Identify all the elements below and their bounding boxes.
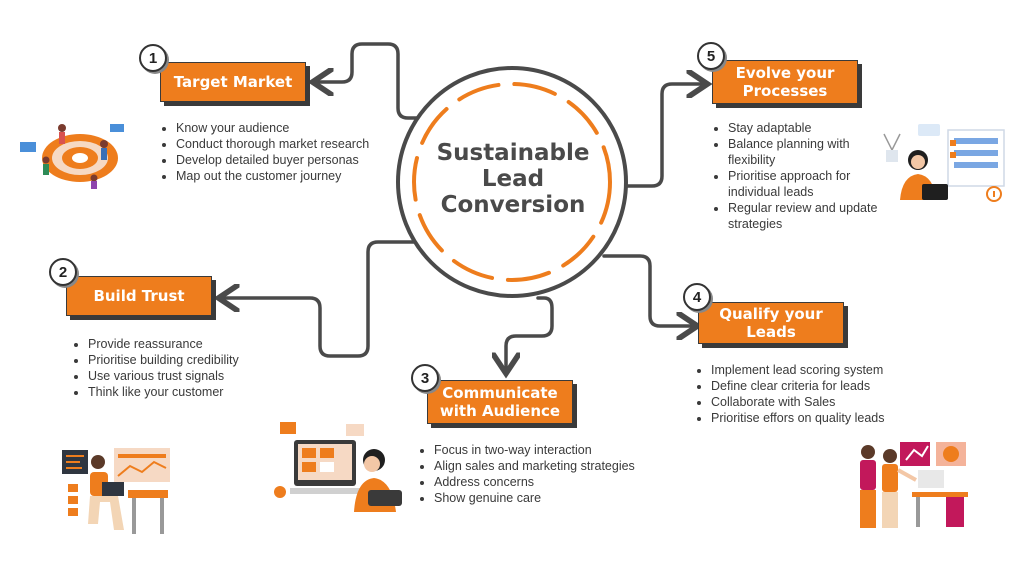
list-item: Know your audience [176, 120, 406, 136]
developer-illustration [62, 448, 170, 534]
list-item: Regular review and update strategies [728, 200, 878, 232]
step-3-number-badge: 3 [411, 364, 439, 392]
team-meeting-illustration [860, 442, 968, 528]
connector-target-market [316, 42, 420, 120]
connector-communicate [506, 296, 554, 370]
list-item: Provide reassurance [88, 336, 308, 352]
step-4-number-badge: 4 [683, 283, 711, 311]
step-2-bullet-list: Provide reassurance Prioritise building … [72, 336, 308, 400]
step-1-bullet-list: Know your audience Conduct thorough mark… [160, 120, 406, 184]
step-5-number-badge: 5 [697, 42, 725, 70]
step-4-title-box: Qualify your Leads [698, 302, 844, 344]
planning-illustration [883, 124, 1005, 202]
step-5-title-line: Processes [742, 82, 828, 100]
list-item: Align sales and marketing strategies [434, 458, 684, 474]
list-item: Define clear criteria for leads [711, 378, 931, 394]
step-2-title-box: Build Trust [66, 276, 212, 316]
list-item: Focus in two-way interaction [434, 442, 684, 458]
list-item: Implement lead scoring system [711, 362, 931, 378]
step-5-title-line: Evolve your [735, 64, 835, 82]
center-circle-dashed [412, 82, 612, 282]
list-item: Collaborate with Sales [711, 394, 931, 410]
center-title: Sustainable Lead Conversion [420, 140, 606, 218]
connector-evolve-processes [616, 84, 704, 188]
list-item: Address concerns [434, 474, 684, 490]
list-item: Show genuine care [434, 490, 684, 506]
step-3-bullet-list: Focus in two-way interaction Align sales… [418, 442, 684, 506]
list-item: Stay adaptable [728, 120, 878, 136]
center-title-line: Sustainable [436, 140, 590, 166]
center-title-line: Conversion [440, 192, 586, 218]
step-2-title: Build Trust [93, 287, 185, 305]
list-item: Use various trust signals [88, 368, 308, 384]
step-5-bullet-list: Stay adaptable Balance planning with fle… [712, 120, 878, 232]
step-3-title-line: Communicate [442, 384, 558, 402]
list-item: Develop detailed buyer personas [176, 152, 406, 168]
step-3-title-line: with Audience [439, 402, 561, 420]
connector-build-trust [222, 240, 424, 358]
step-4-bullet-list: Implement lead scoring system Define cle… [695, 362, 931, 426]
list-item: Conduct thorough market research [176, 136, 406, 152]
connector-qualify-leads [602, 254, 694, 326]
step-3-title-box: Communicate with Audience [427, 380, 573, 424]
list-item: Prioritise approach for individual leads [728, 168, 878, 200]
center-title-line: Lead [481, 166, 545, 192]
target-illustration [20, 124, 124, 189]
step-2-number-badge: 2 [49, 258, 77, 286]
step-1-title-box: Target Market [160, 62, 306, 102]
list-item: Prioritise effors on quality leads [711, 410, 931, 426]
step-4-title-line: Qualify your [719, 305, 823, 323]
step-4-title-line: Leads [746, 323, 796, 341]
list-item: Prioritise building credibility [88, 352, 308, 368]
step-1-title: Target Market [173, 73, 293, 91]
step-5-title-box: Evolve your Processes [712, 60, 858, 104]
list-item: Balance planning with flexibility [728, 136, 878, 168]
step-1-number-badge: 1 [139, 44, 167, 72]
list-item: Map out the customer journey [176, 168, 406, 184]
audience-illustration [274, 422, 402, 512]
list-item: Think like your customer [88, 384, 308, 400]
center-circle-outer [396, 66, 628, 298]
